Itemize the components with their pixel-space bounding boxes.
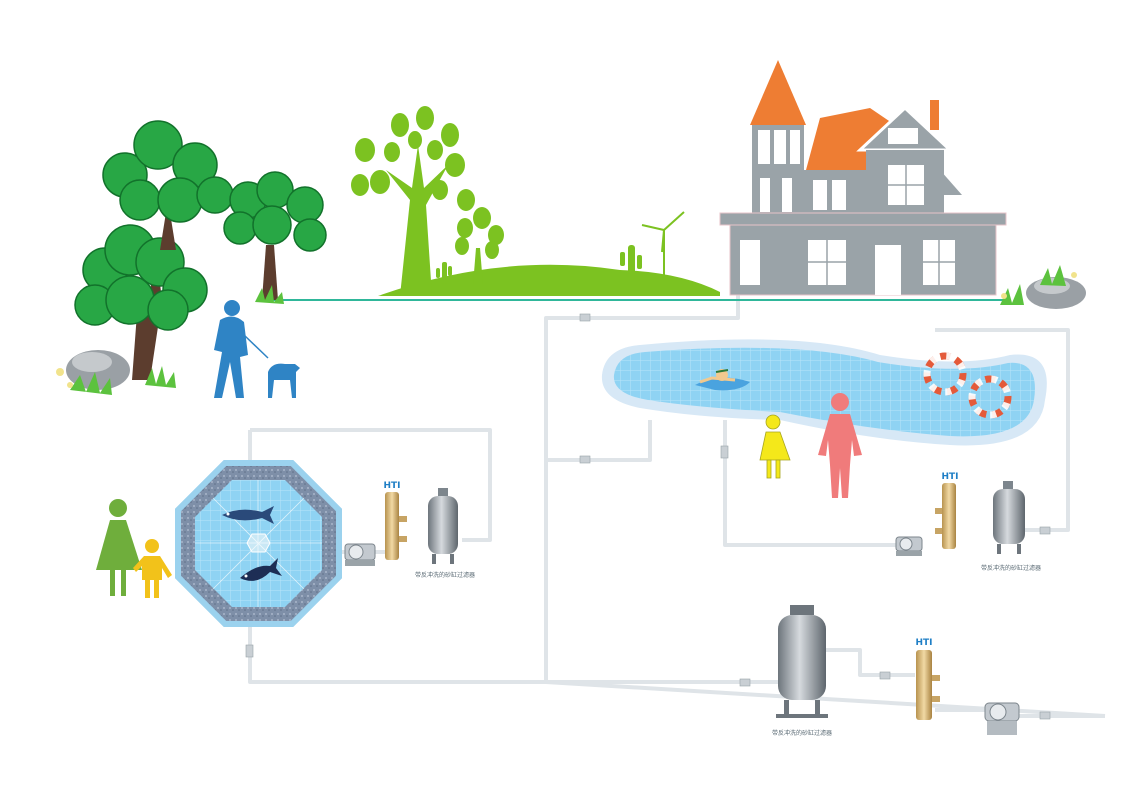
- filter-unit-1: HTI 带反冲洗的砂缸过滤器: [344, 481, 475, 579]
- dosing-unit-icon: HTI: [915, 638, 940, 720]
- rock-right: [1000, 265, 1086, 309]
- dosing-unit-icon: HTI: [935, 472, 959, 549]
- pump-icon: [895, 536, 923, 556]
- wind-turbine-icon: [641, 211, 685, 280]
- life-ring-icon-2: [968, 375, 1012, 419]
- tree-light-small: [455, 207, 504, 285]
- rock-left: [56, 350, 130, 395]
- girl-figure: [759, 414, 791, 479]
- woman-figure: [96, 499, 142, 596]
- pump-icon: [344, 543, 376, 566]
- brand-logo: HTI: [383, 481, 400, 491]
- sand-filter-tank-icon: [776, 605, 828, 718]
- brand-logo: HTI: [941, 472, 958, 482]
- cactus-icon: [436, 245, 642, 284]
- person-walking-dog: [214, 300, 300, 398]
- child-figure: [133, 539, 172, 598]
- woman-swimsuit-figure: [818, 393, 862, 498]
- swimming-pool: [601, 339, 1047, 446]
- filter-caption: 带反冲洗的砂缸过滤器: [415, 571, 475, 579]
- koi-fish-icon: [222, 506, 274, 524]
- fish-pond: [175, 460, 342, 627]
- filter-unit-3: HTI 带反冲洗的砂缸过滤器: [772, 605, 1020, 737]
- tree-large-left: [74, 224, 208, 380]
- sand-filter-tank-icon: [428, 488, 458, 564]
- tree-light-large: [351, 106, 475, 296]
- filter-caption: 带反冲洗的砂缸过滤器: [981, 564, 1041, 572]
- filter-caption: 带反冲洗的砂缸过滤器: [772, 729, 832, 737]
- filter-unit-2: HTI 带反冲洗的砂缸过滤器: [895, 472, 1041, 572]
- life-ring-icon: [923, 352, 967, 396]
- pipe-valves: [245, 313, 1051, 720]
- grass-tuft: [145, 285, 284, 388]
- house: [719, 60, 1007, 296]
- brand-logo: HTI: [915, 638, 932, 648]
- tree-right-dark: [223, 171, 327, 300]
- dosing-unit-icon: HTI: [383, 481, 407, 560]
- pump-icon: [984, 702, 1020, 735]
- koi-fish-icon-2: [240, 558, 282, 581]
- tree-back-left: [102, 120, 234, 250]
- swimmer-icon: [695, 369, 750, 391]
- sand-filter-tank-icon: [993, 481, 1025, 554]
